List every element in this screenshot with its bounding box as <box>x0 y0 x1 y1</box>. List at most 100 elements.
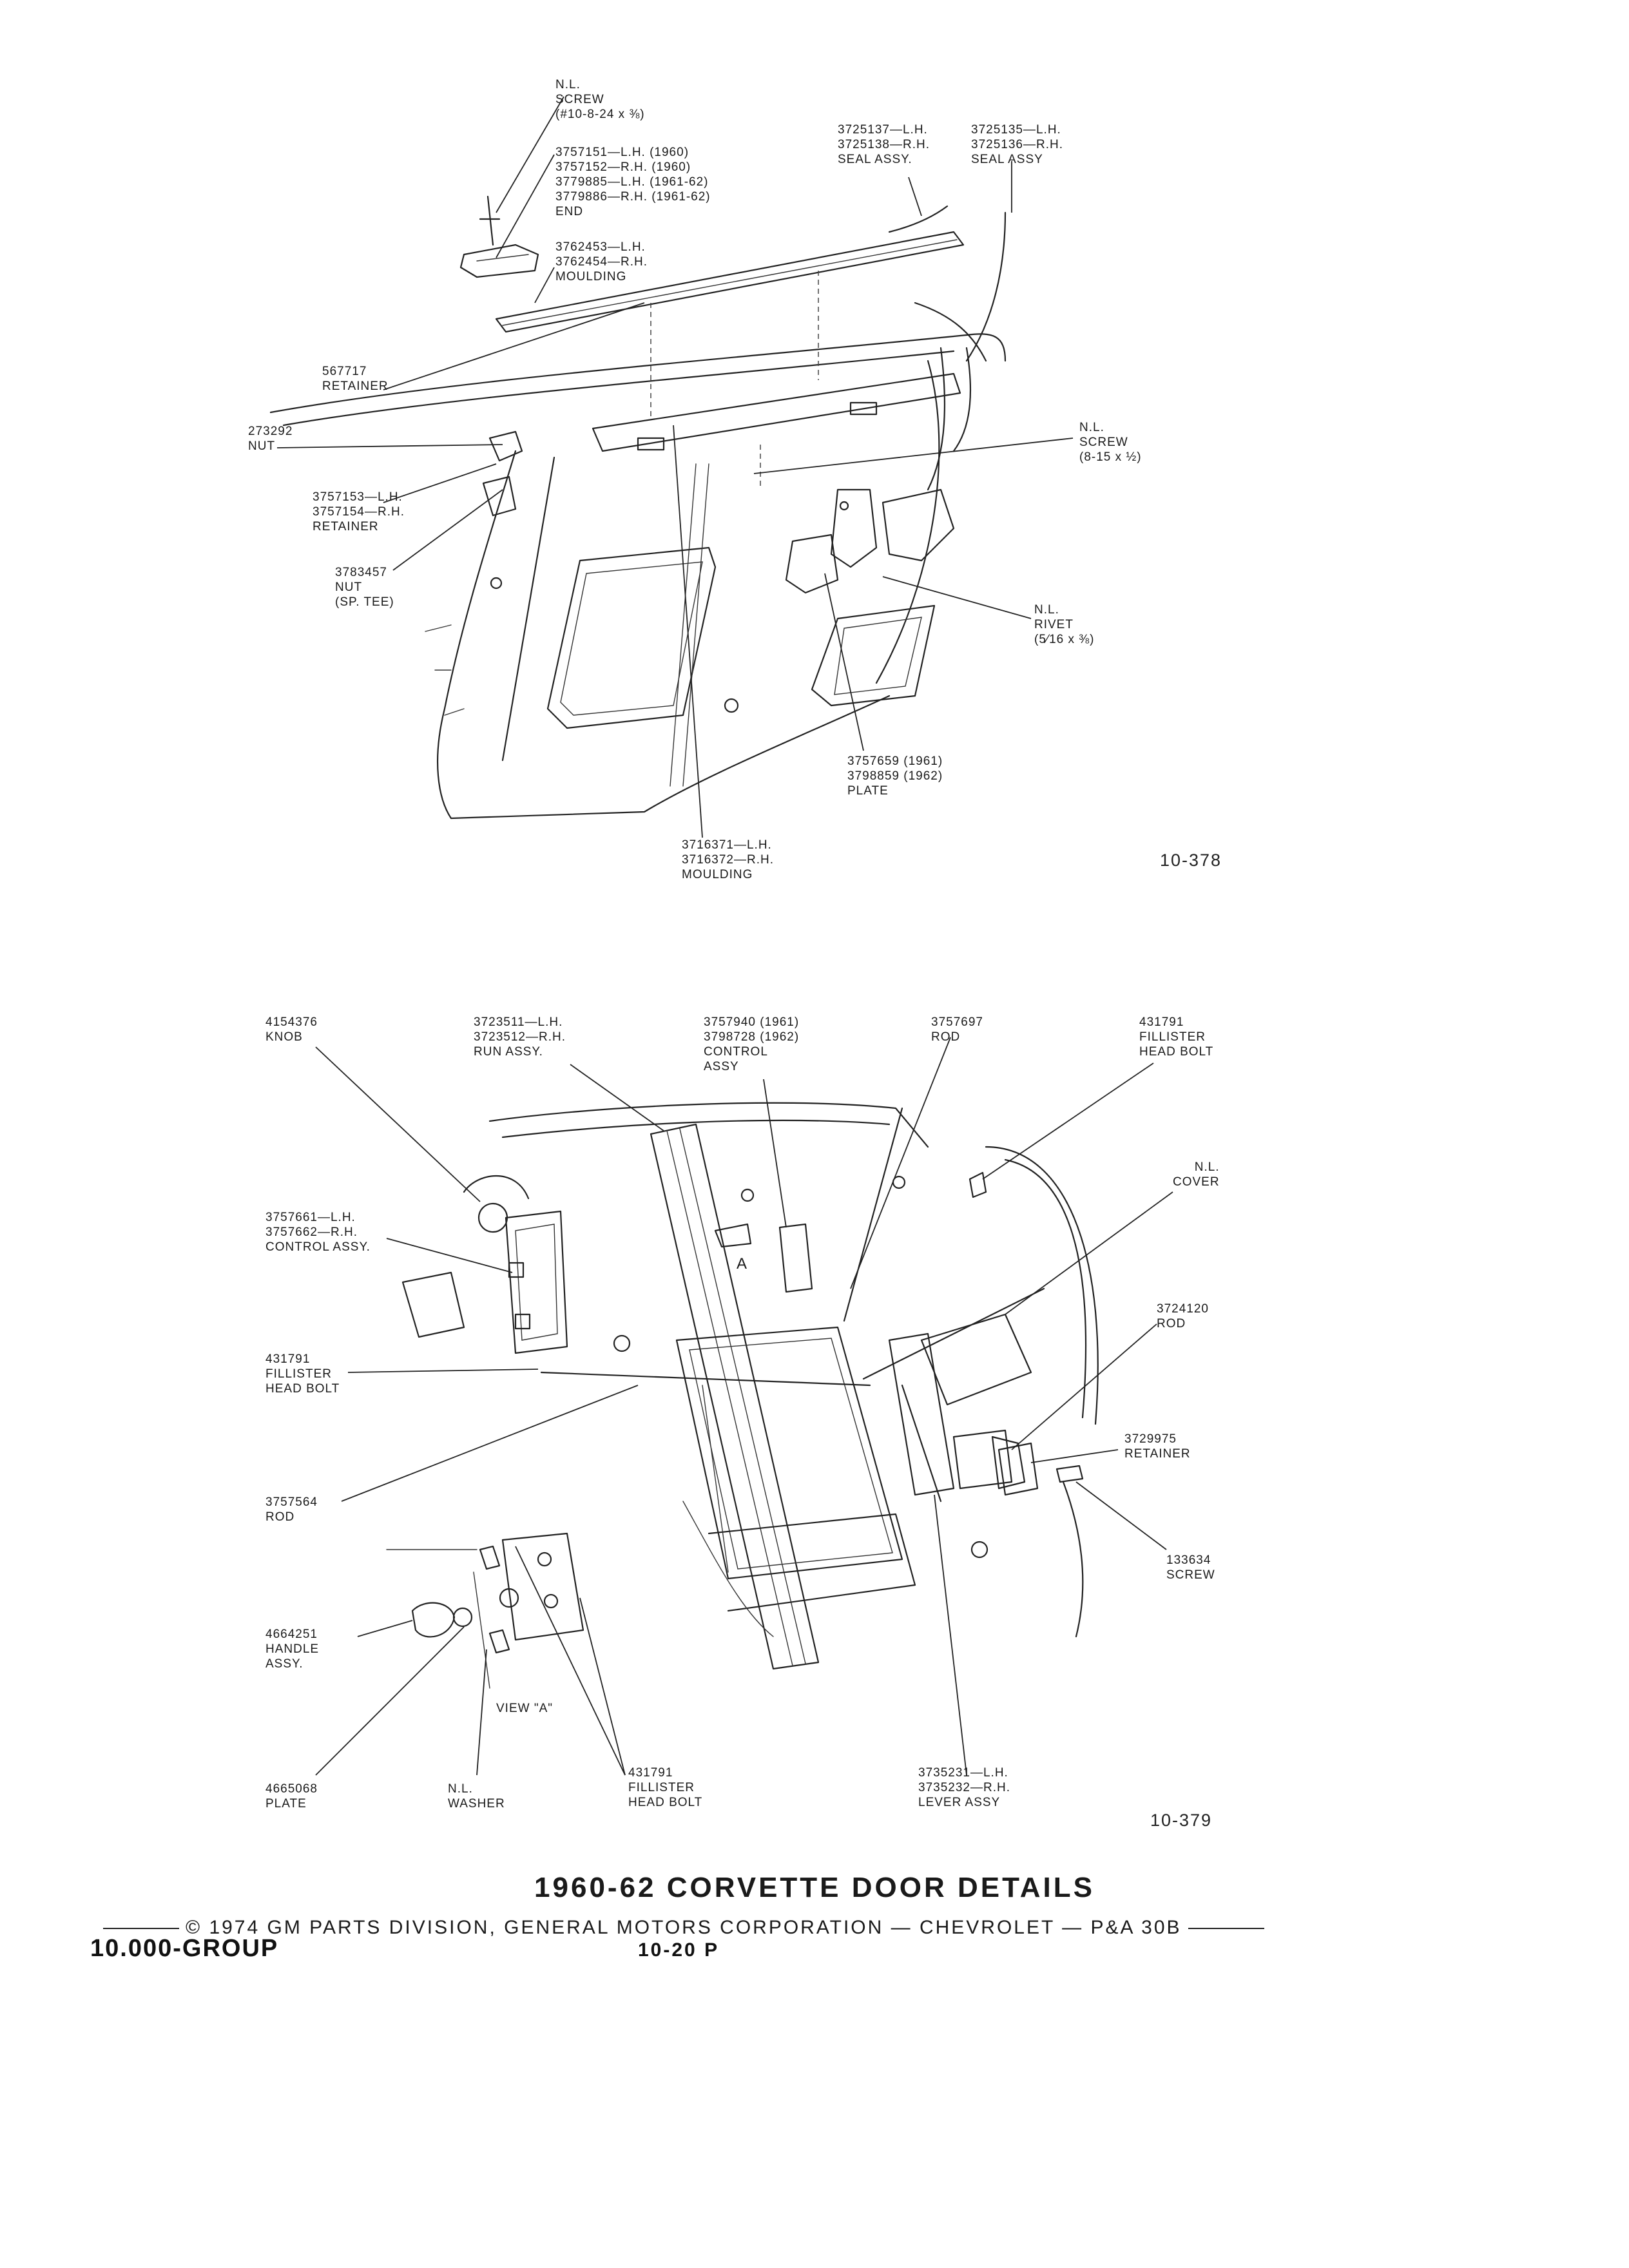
label-line: 3779885—L.H. (1961-62) <box>555 175 709 189</box>
label-line: 3716371—L.H. <box>682 838 772 852</box>
label-line: SEAL ASSY. <box>838 153 912 166</box>
label-line: 4154376 <box>265 1015 318 1029</box>
label-line: N.L. <box>1194 1160 1220 1174</box>
label-line: 567717 <box>322 365 367 378</box>
label-retainer-3729975: 3729975 RETAINER <box>1124 1432 1191 1461</box>
label-line: NUT <box>335 581 363 594</box>
label-line: 3779886—R.H. (1961-62) <box>555 190 711 204</box>
label-line: CONTROL ASSY. <box>265 1240 371 1254</box>
label-rod-3724120: 3724120 ROD <box>1157 1302 1209 1331</box>
label-line: 3757697 <box>931 1015 983 1029</box>
label-line: ROD <box>931 1030 961 1044</box>
label-line: ROD <box>1157 1317 1186 1331</box>
label-line: ASSY. <box>265 1657 304 1671</box>
rule-left <box>103 1928 179 1930</box>
label-line: RIVET <box>1034 618 1074 631</box>
label-line: RUN ASSY. <box>474 1045 543 1059</box>
top-leader-lines <box>276 96 1074 838</box>
label-line: KNOB <box>265 1030 303 1044</box>
label-line: 3783457 <box>335 566 387 579</box>
label-line: (8-15 x ½) <box>1079 450 1142 464</box>
label-retainer-3757153: 3757153—L.H. 3757154—R.H. RETAINER <box>313 490 405 534</box>
label-nl-screw-top: N.L. SCREW (#10-8-24 x ⅜) <box>555 77 645 122</box>
label-line: SCREW <box>1079 436 1128 449</box>
bottom-door-drawing <box>386 1102 1099 1689</box>
label-line: 3757154—R.H. <box>313 505 405 519</box>
label-screw-133634: 133634 SCREW <box>1166 1553 1215 1582</box>
label-line: 431791 <box>1139 1015 1184 1029</box>
label-moulding-upper: 3762453—L.H. 3762454—R.H. MOULDING <box>555 240 648 284</box>
page-number: 10-20 P <box>638 1939 720 1961</box>
copyright-text: © 1974 GM PARTS DIVISION, GENERAL MOTORS… <box>186 1917 1182 1938</box>
label-control-assy-top: 3757940 (1961) 3798728 (1962) CONTROL AS… <box>704 1015 799 1074</box>
label-line: LEVER ASSY <box>918 1796 1001 1809</box>
label-nut-sp-tee: 3783457 NUT (SP. TEE) <box>335 565 394 610</box>
label-line: N.L. <box>555 78 581 91</box>
label-nut-273292: 273292 NUT <box>248 424 293 454</box>
label-line: ASSY <box>704 1060 739 1073</box>
label-line: SEAL ASSY <box>971 153 1043 166</box>
label-line: 4664251 <box>265 1628 318 1641</box>
label-line: 3762454—R.H. <box>555 255 648 269</box>
label-line: MOULDING <box>555 270 627 284</box>
label-line: 3757662—R.H. <box>265 1225 358 1239</box>
label-line: RETAINER <box>322 380 389 393</box>
label-line: NUT <box>248 439 276 453</box>
label-bolt-431791-bottom: 431791 FILLISTER HEAD BOLT <box>628 1765 702 1810</box>
label-line: RETAINER <box>1124 1447 1191 1461</box>
label-lever-assy: 3735231—L.H. 3735232—R.H. LEVER ASSY <box>918 1765 1010 1810</box>
label-line: 3798728 (1962) <box>704 1030 800 1044</box>
label-line: PLATE <box>265 1797 307 1811</box>
label-line: 3723511—L.H. <box>474 1015 563 1029</box>
label-line: 3725138—R.H. <box>838 138 930 151</box>
label-end: 3757151—L.H. (1960) 3757152—R.H. (1960) … <box>555 145 711 219</box>
label-seal-assy-1: 3725137—L.H. 3725138—R.H. SEAL ASSY. <box>838 122 930 167</box>
page-title: 1960-62 CORVETTE DOOR DETAILS <box>534 1872 1095 1903</box>
label-nl-screw-8-15: N.L. SCREW (8-15 x ½) <box>1079 420 1142 465</box>
top-door-drawing <box>269 195 1007 820</box>
label-nl-washer: N.L. WASHER <box>448 1782 505 1811</box>
label-line: 3762453—L.H. <box>555 240 646 254</box>
figure-number-top: 10-378 <box>1160 850 1222 870</box>
label-view-a-marker: A <box>737 1256 747 1272</box>
label-line: 3757153—L.H. <box>313 490 403 504</box>
label-line: HEAD BOLT <box>628 1796 703 1809</box>
label-control-assy-left: 3757661—L.H. 3757662—R.H. CONTROL ASSY. <box>265 1210 371 1254</box>
label-line: FILLISTER <box>265 1367 332 1381</box>
label-line: 3723512—R.H. <box>474 1030 566 1044</box>
label-line: MOULDING <box>682 868 753 881</box>
label-view-a: VIEW "A" <box>496 1701 553 1716</box>
label-line: WASHER <box>448 1797 505 1811</box>
label-line: 3757659 (1961) <box>847 754 943 768</box>
label-plate-4665068: 4665068 PLATE <box>265 1782 318 1811</box>
label-knob: 4154376 KNOB <box>265 1015 318 1044</box>
label-line: (#10-8-24 x ⅜) <box>555 108 645 121</box>
label-line: N.L. <box>448 1782 473 1796</box>
label-line: N.L. <box>1034 603 1059 617</box>
label-line: SCREW <box>555 93 604 106</box>
label-line: 3725137—L.H. <box>838 123 928 137</box>
label-retainer-567717: 567717 RETAINER <box>322 364 389 394</box>
label-line: FILLISTER <box>1139 1030 1206 1044</box>
label-line: 3729975 <box>1124 1432 1177 1446</box>
label-rod-3757564: 3757564 ROD <box>265 1495 318 1524</box>
label-line: 3735231—L.H. <box>918 1766 1008 1780</box>
bottom-leader-lines <box>315 1037 1173 1776</box>
label-seal-assy-2: 3725135—L.H. 3725136—R.H. SEAL ASSY <box>971 122 1063 167</box>
rule-right <box>1188 1928 1264 1930</box>
copyright-line: © 1974 GM PARTS DIVISION, GENERAL MOTORS… <box>97 1917 1295 1939</box>
label-line: VIEW "A" <box>496 1702 553 1715</box>
label-line: 3757940 (1961) <box>704 1015 800 1029</box>
label-line: ROD <box>265 1510 295 1524</box>
label-line: 3757152—R.H. (1960) <box>555 160 691 174</box>
label-line: HANDLE <box>265 1642 320 1656</box>
label-line: 3735232—R.H. <box>918 1781 1010 1794</box>
label-line: 431791 <box>265 1352 311 1366</box>
label-rod-3757697: 3757697 ROD <box>931 1015 983 1044</box>
label-line: 3757564 <box>265 1495 318 1509</box>
label-line: 133634 <box>1166 1553 1211 1567</box>
label-line: RETAINER <box>313 520 379 533</box>
label-line: 3716372—R.H. <box>682 853 774 867</box>
label-bolt-431791-left: 431791 FILLISTER HEAD BOLT <box>265 1352 340 1396</box>
